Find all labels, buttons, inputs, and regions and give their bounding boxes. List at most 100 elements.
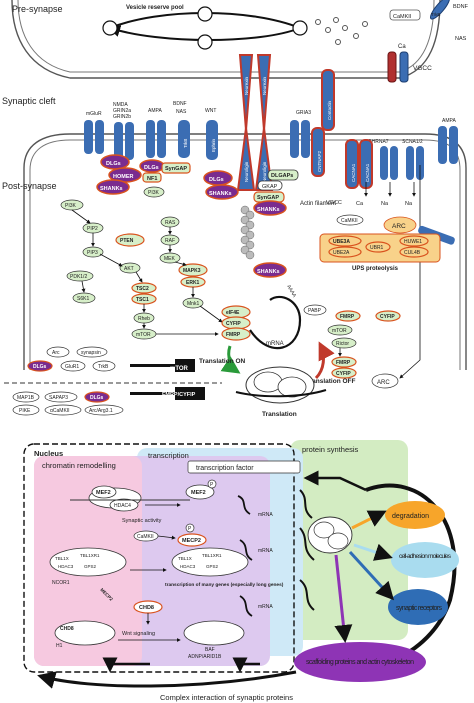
pip2-node: PIP2 <box>87 226 98 232</box>
presynaptic-terminal: Pre-synapse <box>11 0 441 79</box>
wnt-signaling-label: Wnt signaling <box>122 631 155 637</box>
grin2a-label: GRIN2a <box>113 108 131 114</box>
neurexin-label-2: Neurexin <box>262 76 267 95</box>
chd8-node-2: CHD8 <box>60 626 74 632</box>
scna12-label: SCNA1/2 <box>402 139 423 145</box>
tsc2-node: TSC2 <box>136 286 149 292</box>
protein-synthesis-label: protein synthesis <box>302 445 359 454</box>
baf-node: BAF <box>205 647 215 653</box>
degradation-bubble <box>385 501 445 529</box>
ubr1-node: UBR1 <box>370 245 384 251</box>
target-arc-arg: Arc/Arg3.1 <box>89 408 113 414</box>
chrna7-label: CHRNA7 <box>368 139 389 145</box>
pre-trkb-label: TrkB <box>431 12 440 17</box>
nf1-node: NF1 <box>147 176 157 182</box>
ube3a-node: UBE3A <box>333 239 350 245</box>
vesicle <box>197 34 213 50</box>
erk1-node: ERK1 <box>186 280 200 286</box>
pi3k-node: PI3K <box>65 203 77 209</box>
pip3-node: PIP3 <box>87 250 98 256</box>
cyfip-node-3: CYFIP <box>336 371 351 377</box>
chromatin-label: chromatin remodelling <box>42 461 116 470</box>
rheb-node: Rheb <box>138 316 150 322</box>
gkap-node: GKAP <box>262 184 278 190</box>
translation-on-label: Translation ON <box>199 358 246 365</box>
psd-scaffold: DLGs HOMER SHANKs DLGs NF1 SynGAP DLGs S… <box>96 154 299 216</box>
shanks-node-4: SHANKs <box>257 269 280 275</box>
target-glur1: GluR1 <box>65 364 79 370</box>
contactin-pre: Contactin <box>321 69 335 131</box>
pre-vgcc-label: VGCC <box>413 65 432 72</box>
scaffold-bubble <box>294 642 426 682</box>
neurexin-pre: Neurexin Neurexin <box>238 54 272 131</box>
pi3k-node-2: PI3K <box>148 190 160 196</box>
vesicle <box>102 20 118 36</box>
mek-node: MEK <box>164 256 176 262</box>
translation-off-label: Translation OFF <box>306 378 356 385</box>
degradation-label: degradation <box>392 513 429 520</box>
hdac3-node-2: HDAC3 <box>180 564 196 569</box>
arc-node-2: ARC <box>377 380 390 386</box>
long-genes-label: transcription of many genes (especially … <box>165 582 284 588</box>
translation-complex: eIF4E CYFIP FMRP mRNA AAAA PABP <box>221 284 327 350</box>
phospho-p: P <box>210 482 214 488</box>
dlgs-node-3: DLGs <box>209 177 224 183</box>
mef2-node-2: MEF2 <box>191 490 206 496</box>
syngap-node-2: SynGAP <box>257 195 279 201</box>
target-sapap3: SAPAP3 <box>49 395 68 401</box>
scaffold-label: scaffolding proteins and actin cytoskele… <box>306 659 414 666</box>
s6k1-node: S6K1 <box>77 296 89 302</box>
arc-node: ARC <box>392 223 406 230</box>
na-label: Na <box>381 201 389 207</box>
mnk1-node: Mnk1 <box>187 301 199 307</box>
pdk-node: PDK1/2 <box>70 274 87 280</box>
actin-filament: Actin filament SHANKs <box>240 201 336 278</box>
target-trkb: TrkB <box>98 364 109 370</box>
target-dlgs: DLGs <box>33 364 47 370</box>
wnt-label: WNT <box>205 108 216 114</box>
mrna-label: mRNA <box>266 341 284 347</box>
dlgaps-node: DLGAPs <box>271 173 293 179</box>
mglur-label: mGluR <box>86 111 102 117</box>
cyfip-node-2: CYFIP <box>380 314 395 320</box>
nas-label: NAS <box>176 109 187 115</box>
ampa-label: AMPA <box>148 108 162 114</box>
vesicle-reserve-pool: Vesicle reserve pool <box>102 5 368 50</box>
akt-node: AKT <box>124 266 134 272</box>
mtor-node-2: mTOR <box>332 328 347 334</box>
chd8-node: CHD8 <box>139 605 154 611</box>
pre-ca-label: Ca <box>398 44 406 50</box>
ampa2-label: AMPA <box>442 118 456 124</box>
gps2-node: GPS2 <box>84 564 97 569</box>
tbl1x-node-2: TBL1X <box>178 556 192 561</box>
translation-label: Translation <box>262 411 297 418</box>
receptor-labels: mGluR NMDA GRIN2a GRIN2b AMPA BDNF NAS W… <box>86 101 456 145</box>
ion-channels-ups: VGCC Ca Na Na CaMKII ARC UBE3A UBE2A UBR… <box>319 182 455 272</box>
target-map1b: MAP1B <box>17 395 35 401</box>
nucleus-mrna-3: mRNA <box>258 604 273 610</box>
footer-caption: Complex interaction of synaptic proteins <box>160 693 293 702</box>
neuroligin-label-2: Neuroligin <box>262 161 267 182</box>
grin2b-label: GRIN2b <box>113 114 131 120</box>
pten-node: PTEN <box>120 238 134 244</box>
chd8-row: CHD8 Wnt signaling CHD8 H1 BAF ADNP/ARID… <box>54 600 245 660</box>
pre-camkii-label: CaMKII <box>393 14 412 20</box>
nucleus-mrna-1: mRNA <box>258 512 273 518</box>
synaptic-receptors-label: synaptic receptors <box>396 605 443 612</box>
shanks-node-2: SHANKs <box>209 191 232 197</box>
camkii-node: CaMKII <box>341 218 358 224</box>
ephrin-label: Ephrin <box>211 138 216 152</box>
rictor-node: Rictor <box>336 341 349 347</box>
mecp2-node: MECP2 <box>182 538 201 544</box>
region-label-pre: Pre-synapse <box>12 4 63 14</box>
target-synapsin: synapsin <box>81 350 101 356</box>
fmrp-node-2: FMRP <box>340 314 355 320</box>
target-arc: Arc <box>52 350 60 356</box>
huwe1-node: HUWE1 <box>404 239 422 245</box>
neurexin-label: Neurexin <box>244 76 249 95</box>
cam-bubble <box>391 542 459 578</box>
target-camkii: αCaMKII <box>50 408 70 414</box>
translation-switch: Translation ON Translation OFF Translati… <box>199 341 356 418</box>
gria3-label: GRIA3 <box>296 110 311 116</box>
